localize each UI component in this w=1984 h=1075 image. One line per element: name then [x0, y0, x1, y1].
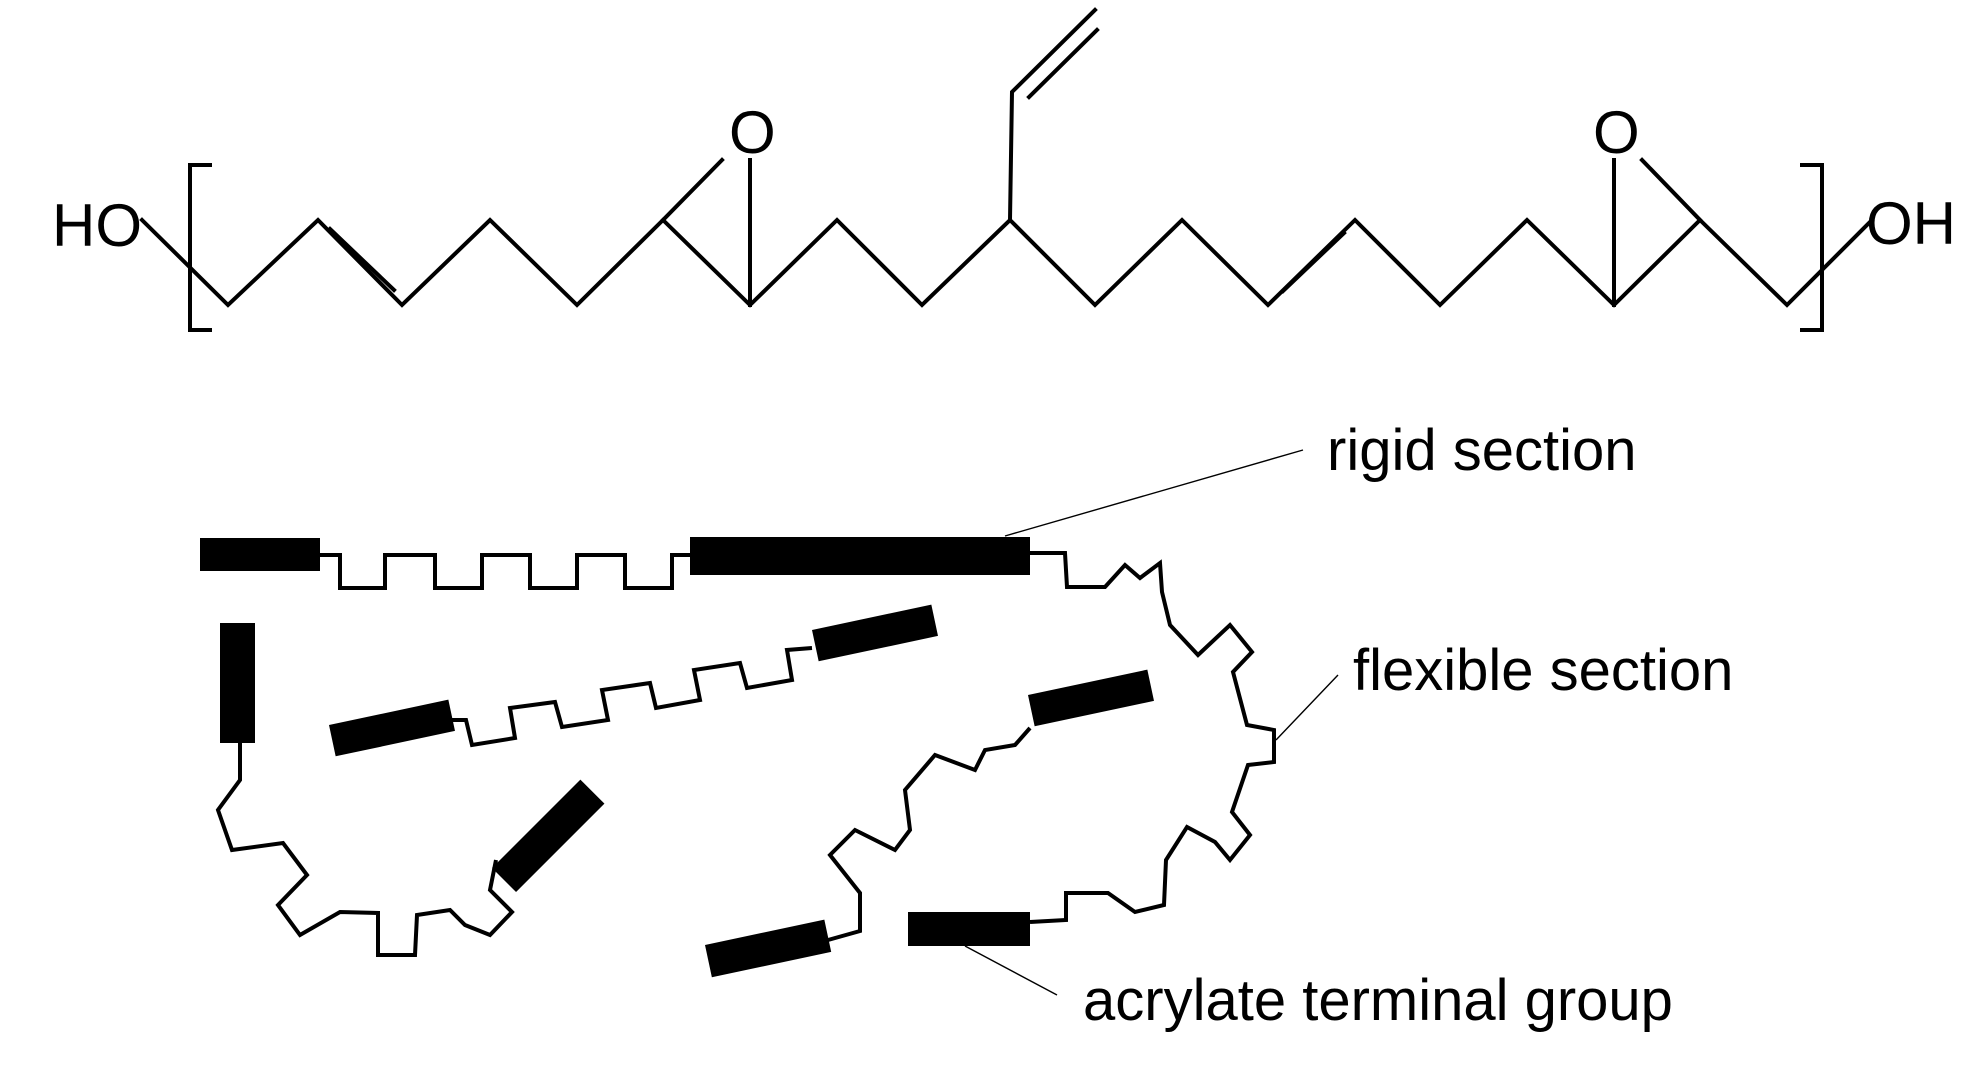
terminal-group-leader	[964, 945, 1058, 996]
rigid-section-bottom	[908, 912, 1030, 946]
rigid-section-top-long	[690, 537, 1030, 575]
rigid-section-middle-right	[812, 604, 938, 662]
acrylate-terminal-group-label: acrylate terminal group	[1083, 968, 1673, 1033]
rigid-section-leader	[1004, 449, 1304, 537]
flexible-section-leader	[1275, 674, 1339, 741]
flexible-chain-right-loop	[1029, 551, 1276, 924]
double-bond-right	[1280, 230, 1347, 294]
right-epoxide-ring	[1612, 157, 1703, 307]
flexible-chain-lower-right	[827, 726, 1032, 942]
right-repeat-bracket	[1800, 163, 1824, 332]
right-epoxide-oxygen-label: O	[1593, 99, 1640, 166]
left-hydroxyl-label: HO	[52, 192, 142, 259]
rigid-section-lower-left	[705, 919, 832, 978]
flexible-chain-top	[320, 553, 690, 590]
left-repeat-bracket	[188, 163, 212, 332]
rigid-section-middle-left	[329, 699, 455, 757]
left-epoxide-oxygen-label: O	[729, 99, 776, 166]
rigid-section-lower-right	[1028, 669, 1154, 727]
rigid-section-diagonal	[491, 779, 605, 893]
rigid-section-label: rigid section	[1327, 418, 1636, 483]
flexible-chain-middle	[450, 646, 813, 748]
flexible-section-label: flexible section	[1353, 638, 1733, 703]
right-hydroxyl-label: OH	[1866, 190, 1956, 257]
rigid-section-left-vertical	[220, 623, 255, 743]
chemical-structure: HO OH O O	[52, 7, 1956, 332]
rigid-section-top-left	[200, 538, 320, 571]
flexible-chain-left-loop	[215, 743, 515, 957]
left-epoxide-ring	[660, 157, 752, 307]
double-bond-left	[327, 226, 397, 293]
network-schematic: rigid section flexible section acrylate …	[200, 418, 1733, 1033]
vinyl-side-chain	[1007, 7, 1098, 223]
vinyl-double-bond	[1026, 27, 1100, 100]
